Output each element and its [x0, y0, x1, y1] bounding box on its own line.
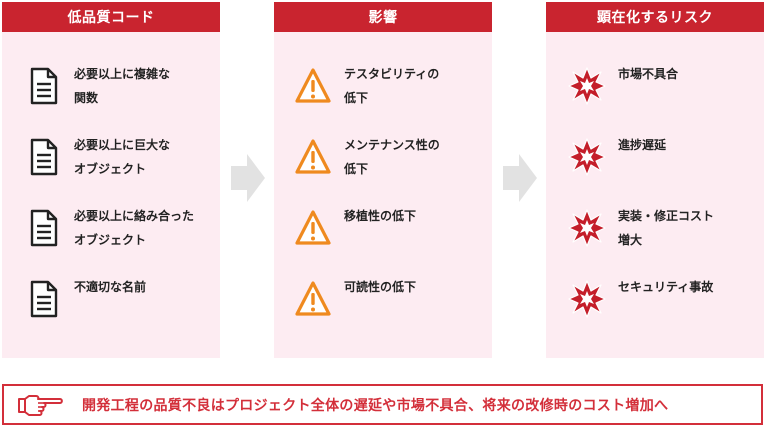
- list-item: 必要以上に巨大な オブジェクト: [24, 137, 170, 181]
- explosion-icon: [568, 138, 606, 176]
- column-impact: 影響 テスタビリティの 低下 メンテナンス性の 低下 移植性の: [274, 2, 492, 358]
- item-text: 必要以上に巨大な オブジェクト: [74, 138, 171, 176]
- explosion-icon: [568, 280, 606, 318]
- list-item: セキュリティ事故: [568, 279, 713, 319]
- pointing-hand-icon: [18, 394, 63, 416]
- column-header: 低品質コード: [2, 2, 220, 32]
- column-header: 影響: [274, 2, 492, 32]
- list-item: 移植性の低下: [294, 208, 416, 248]
- warning-icon: [295, 68, 331, 103]
- column-risks: 顕在化するリスク 市場不具合 進捗遅延 実装・修正コスト 増大: [546, 2, 764, 358]
- list-item: テスタビリティの 低下: [294, 66, 439, 110]
- item-text: メンテナンス性の 低下: [344, 138, 440, 176]
- explosion-icon: [568, 67, 606, 105]
- arrow-right-icon: [231, 154, 265, 202]
- item-text: 移植性の低下: [344, 209, 417, 223]
- list-item: 市場不具合: [568, 66, 678, 106]
- explosion-icon: [568, 209, 606, 247]
- item-text: 市場不具合: [618, 67, 679, 81]
- list-item: 必要以上に絡み合った オブジェクト: [24, 208, 194, 252]
- summary-text: 開発工程の品質不良はプロジェクト全体の遅延や市場不具合、将来の改修時のコスト増加…: [82, 397, 669, 414]
- list-item: 不適切な名前: [24, 279, 146, 319]
- item-text: 進捗遅延: [618, 138, 667, 152]
- item-text: 必要以上に絡み合った オブジェクト: [74, 209, 195, 247]
- list-item: メンテナンス性の 低下: [294, 137, 440, 181]
- list-item: 必要以上に複雑な 関数: [24, 66, 170, 110]
- column-header: 顕在化するリスク: [546, 2, 764, 32]
- document-icon: [30, 138, 58, 176]
- item-text: 不適切な名前: [74, 280, 147, 294]
- item-text: セキュリティ事故: [618, 280, 714, 294]
- item-text: 必要以上に複雑な 関数: [74, 67, 171, 105]
- list-item: 進捗遅延: [568, 137, 666, 177]
- list-item: 可読性の低下: [294, 279, 416, 319]
- item-text: 可読性の低下: [344, 280, 417, 294]
- column-low-quality-code: 低品質コード 必要以上に複雑な 関数 必要以上に巨大な オブジェクト: [2, 2, 220, 358]
- document-icon: [30, 67, 58, 105]
- item-text: テスタビリティの 低下: [344, 67, 440, 105]
- warning-icon: [295, 210, 331, 245]
- list-item: 実装・修正コスト 増大: [568, 208, 714, 252]
- summary-box: 開発工程の品質不良はプロジェクト全体の遅延や市場不具合、将来の改修時のコスト増加…: [2, 384, 763, 425]
- warning-icon: [295, 139, 331, 174]
- arrow-right-icon: [503, 154, 537, 202]
- document-icon: [30, 280, 58, 318]
- item-text: 実装・修正コスト 増大: [618, 209, 715, 247]
- warning-icon: [295, 281, 331, 316]
- document-icon: [30, 209, 58, 247]
